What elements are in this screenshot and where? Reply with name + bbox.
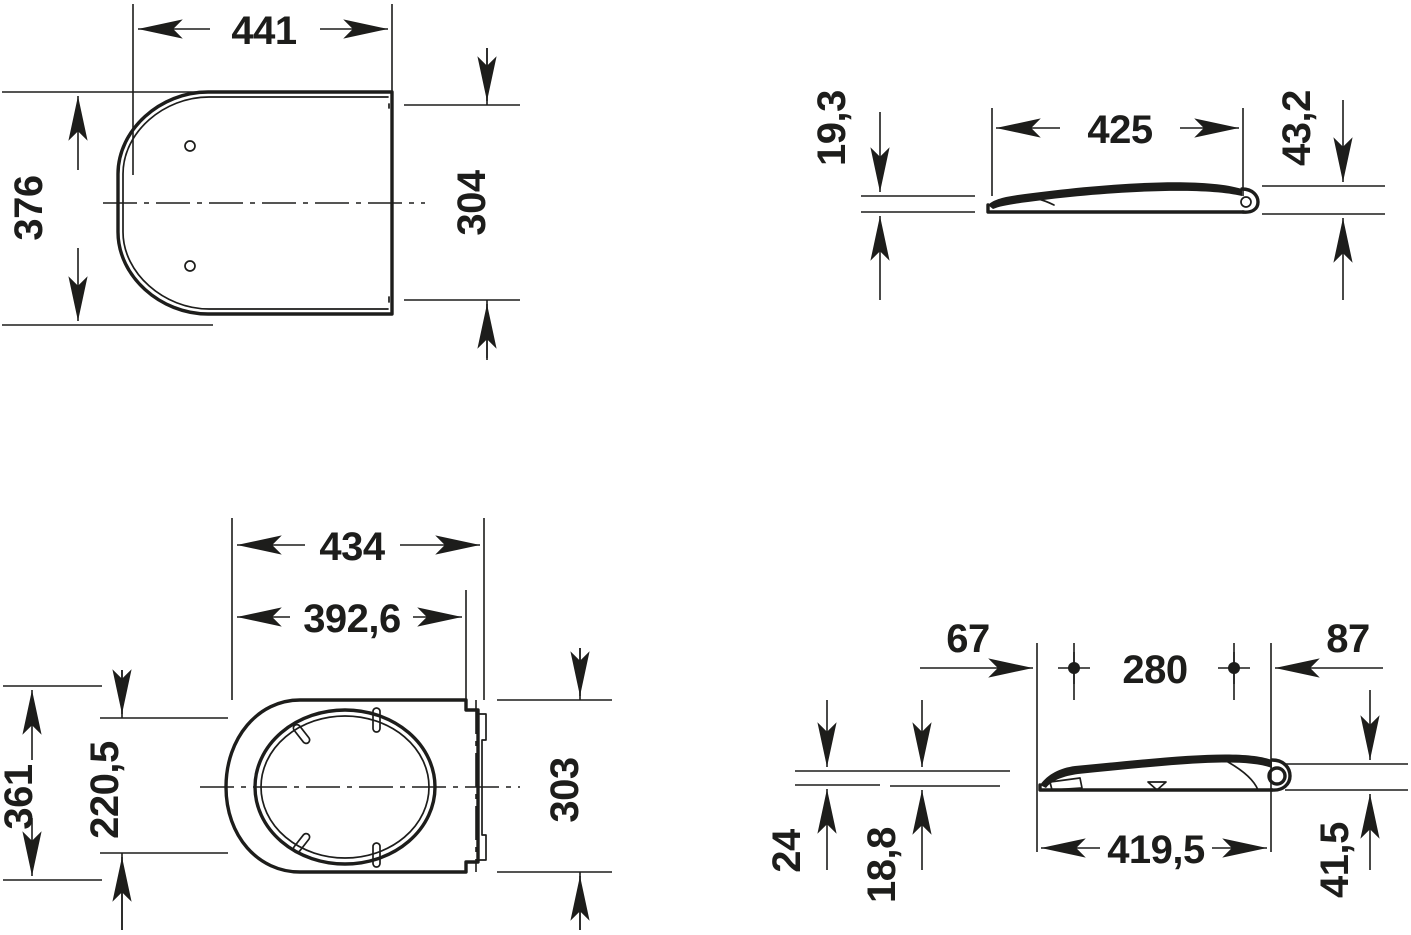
view-seat-plan: 434 392,6 361 220,5 303: [0, 518, 612, 930]
dim-67-label: 67: [946, 617, 990, 661]
lid-outer-outline: [116, 90, 394, 316]
dim-67: 67: [920, 617, 1033, 678]
dim-304-label: 304: [450, 169, 494, 235]
seat-outer-outline: [224, 698, 480, 874]
lid-inner-edge: [122, 96, 389, 310]
seat-side-buffer-left: [1049, 777, 1083, 791]
lid-plan-extension-lines: [2, 4, 520, 360]
dim-87-label: 87: [1326, 617, 1370, 661]
dim-425: 425: [996, 108, 1239, 152]
seat-buffer-slot-left-top: [292, 723, 311, 745]
dim-303: 303: [543, 648, 590, 930]
lid-fixing-hole-bottom: [184, 260, 196, 272]
dim-24-label: 24: [765, 828, 809, 873]
dim-280-left-center-mark: [1068, 662, 1080, 674]
dim-43-2: 43,2: [1275, 90, 1353, 300]
dim-392-6: 392,6: [237, 597, 462, 641]
seat-side-hinge-pin: [1267, 766, 1287, 786]
view-seat-side: 67 280 87 24 18,8: [765, 617, 1408, 903]
lid-side-bottom-edge: [986, 203, 1245, 214]
seat-side-buffer-center: [1147, 781, 1167, 791]
seat-side-hinge-taper: [1227, 761, 1259, 791]
lid-side-detail-notch: [1034, 197, 1055, 206]
dim-376: 376: [7, 96, 88, 321]
dim-220-5-label: 220,5: [83, 741, 127, 839]
seat-hinge-plate: [477, 713, 487, 861]
seat-side-top-edge: [1040, 754, 1272, 788]
dim-303-label: 303: [543, 757, 587, 822]
dim-24: 24: [765, 700, 837, 873]
dim-220-5: 220,5: [83, 669, 132, 930]
dim-41-5: 41,5: [1313, 690, 1380, 898]
dim-441-label: 441: [231, 9, 296, 53]
seat-side-hinge-outer: [1270, 758, 1292, 792]
seat-side-bottom-edge: [1038, 783, 1274, 792]
dim-87: 87: [1275, 617, 1383, 678]
dim-376-label: 376: [7, 175, 51, 240]
dim-419-5: 419,5: [1041, 828, 1267, 872]
lid-fixing-hole-top: [184, 140, 196, 152]
dim-304: 304: [450, 48, 497, 358]
dim-434-label: 434: [319, 525, 385, 569]
dim-361: 361: [0, 690, 42, 876]
dim-361-label: 361: [0, 764, 41, 829]
dim-280: 280: [1058, 648, 1250, 692]
dim-419-5-label: 419,5: [1107, 828, 1205, 872]
seat-side-extension-lines: [795, 643, 1408, 852]
lid-side-hinge-outer: [1240, 187, 1260, 214]
seat-buffer-slot-right-top: [372, 707, 381, 733]
dim-425-label: 425: [1087, 108, 1152, 152]
dim-441: 441: [138, 9, 388, 53]
dim-280-right-center-mark: [1228, 662, 1240, 674]
dim-392-6-label: 392,6: [303, 597, 401, 641]
seat-buffer-slot-right-bottom: [372, 842, 381, 868]
dim-280-label: 280: [1122, 648, 1187, 692]
dim-19-3: 19,3: [810, 90, 890, 300]
lid-side-hinge-pin: [1240, 196, 1252, 208]
lid-side-top-edge: [988, 182, 1242, 209]
seat-buffer-slot-left-bottom: [292, 832, 311, 854]
lid-side-extension-lines: [861, 108, 1385, 215]
view-lid-plan: 441 376 304: [2, 4, 520, 360]
dim-18-8-label: 18,8: [860, 827, 904, 903]
seat-opening-inner: [260, 715, 430, 859]
dim-41-5-label: 41,5: [1313, 822, 1357, 898]
view-lid-side: 19,3 425 43,2: [810, 90, 1385, 300]
dim-19-3-label: 19,3: [810, 90, 854, 166]
dim-43-2-label: 43,2: [1275, 90, 1319, 166]
seat-opening-outer: [253, 708, 437, 866]
dim-434: 434: [237, 525, 480, 569]
dim-18-8: 18,8: [860, 700, 932, 903]
